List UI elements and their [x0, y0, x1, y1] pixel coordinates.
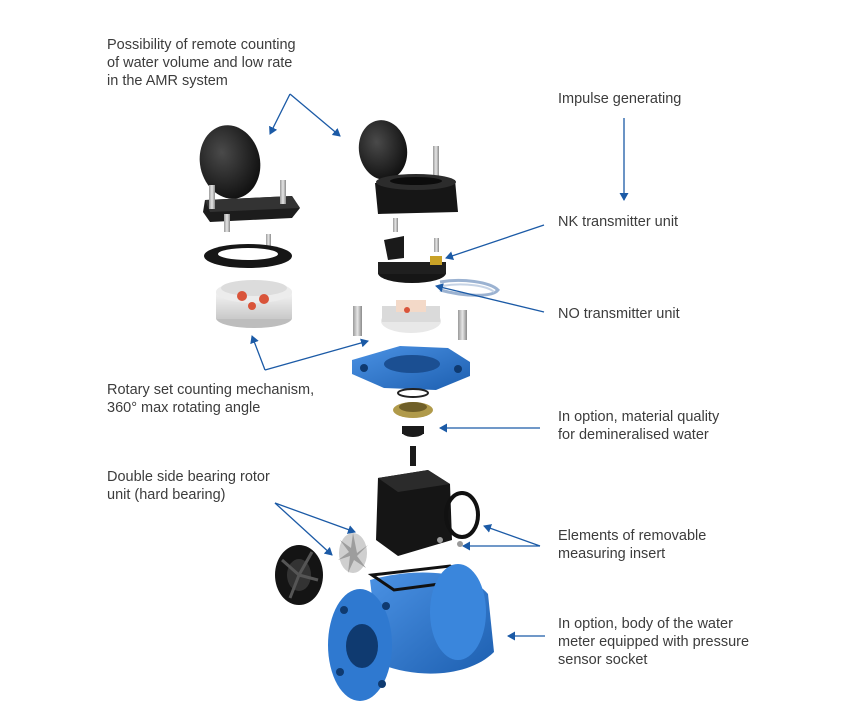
nk-transmitter-assembly [378, 218, 500, 297]
arrow-no [435, 283, 545, 313]
arrow-rotor-a [274, 502, 333, 556]
label-meter-body: In option, body of the water meter equip… [558, 616, 750, 668]
black-puck [402, 426, 424, 437]
label-demineralised: In option, material quality for deminera… [558, 409, 720, 443]
blue-flange-plate [352, 346, 470, 390]
left-counter-dome [216, 280, 292, 328]
left-lid-assembly [199, 125, 300, 232]
arrow-rotary [264, 338, 369, 371]
arrow-remote-to-left-lid [269, 93, 291, 135]
label-remote-counting: Possibility of remote counting of water … [107, 37, 296, 89]
brass-ring [393, 388, 433, 418]
label-measuring-insert: Elements of removable measuring insert [558, 528, 707, 562]
arrow-rotary-left [250, 335, 266, 371]
arrow-insert-a [483, 524, 541, 547]
measuring-insert [376, 446, 480, 556]
label-no-transmitter: NO transmitter unit [558, 306, 680, 322]
center-lid-assembly [358, 120, 458, 214]
label-rotary-counting: Rotary set counting mechanism, 360° max … [107, 382, 315, 416]
callout-arrows [250, 93, 629, 641]
label-nk-transmitter: NK transmitter unit [558, 214, 679, 230]
rotor-unit [275, 533, 368, 605]
arrow-nk [445, 224, 545, 261]
arrow-rotor-b [274, 502, 356, 534]
arrow-remote-to-center-lid [289, 93, 341, 137]
label-impulse-generating: Impulse generating [558, 91, 682, 107]
label-rotor-unit: Double side bearing rotor unit (hard bea… [107, 469, 270, 503]
blue-meter-body [328, 564, 494, 701]
center-counter-assembly [353, 300, 467, 340]
left-ring [204, 234, 292, 268]
